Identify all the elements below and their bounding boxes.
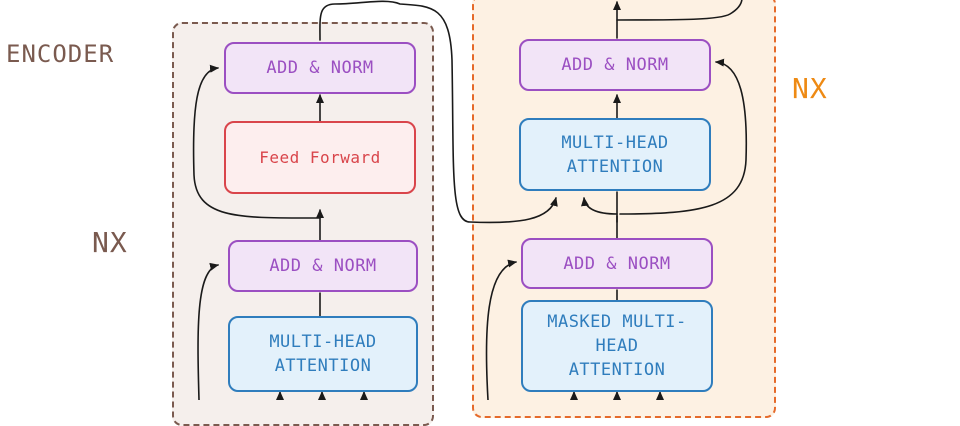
decoder-repeat-label: NX xyxy=(792,72,828,105)
decoder-add-norm-top: ADD & NORM xyxy=(519,39,711,91)
dec-attn-input-right-arrow xyxy=(581,197,618,215)
encoder-repeat-label: NX xyxy=(92,226,128,259)
dec-residual-bottom-arrow xyxy=(485,259,517,400)
decoder-multi-head-attention: MULTI-HEAD ATTENTION xyxy=(519,118,711,191)
dec-final-output-arrow xyxy=(616,0,743,21)
decoder-add-norm-bottom-label: ADD & NORM xyxy=(563,253,671,274)
encoder-add-norm-top: ADD & NORM xyxy=(224,42,416,94)
decoder-add-norm-bottom: ADD & NORM xyxy=(521,238,713,289)
connection-arrows xyxy=(192,0,748,400)
decoder-add-norm-top-label: ADD & NORM xyxy=(561,55,669,75)
encoder-add-norm-bottom-label: ADD & NORM xyxy=(269,256,377,276)
decoder-cross-attention-label: MULTI-HEAD ATTENTION xyxy=(561,132,669,177)
encoder-feed-forward: Feed Forward xyxy=(224,121,416,194)
decoder-masked-attention-label: MASKED MULTI-HEAD ATTENTION xyxy=(547,312,687,380)
enc-residual-top-arrow xyxy=(192,64,321,219)
encoder-add-norm-top-label: ADD & NORM xyxy=(266,58,374,78)
encoder-output-to-decoder-arrow xyxy=(319,0,558,224)
decoder-masked-multi-head-attention: MASKED MULTI-HEAD ATTENTION xyxy=(521,300,713,392)
encoder-feed-forward-label: Feed Forward xyxy=(259,147,381,167)
encoder-multi-head-attention: MULTI-HEAD ATTENTION xyxy=(228,316,418,392)
encoder-attention-label: MULTI-HEAD ATTENTION xyxy=(269,332,377,376)
encoder-add-norm-bottom: ADD & NORM xyxy=(228,240,418,292)
dec-residual-top-arrow xyxy=(619,58,748,215)
enc-residual-bottom-arrow xyxy=(197,262,219,400)
encoder-label: ENCODER xyxy=(6,40,115,68)
